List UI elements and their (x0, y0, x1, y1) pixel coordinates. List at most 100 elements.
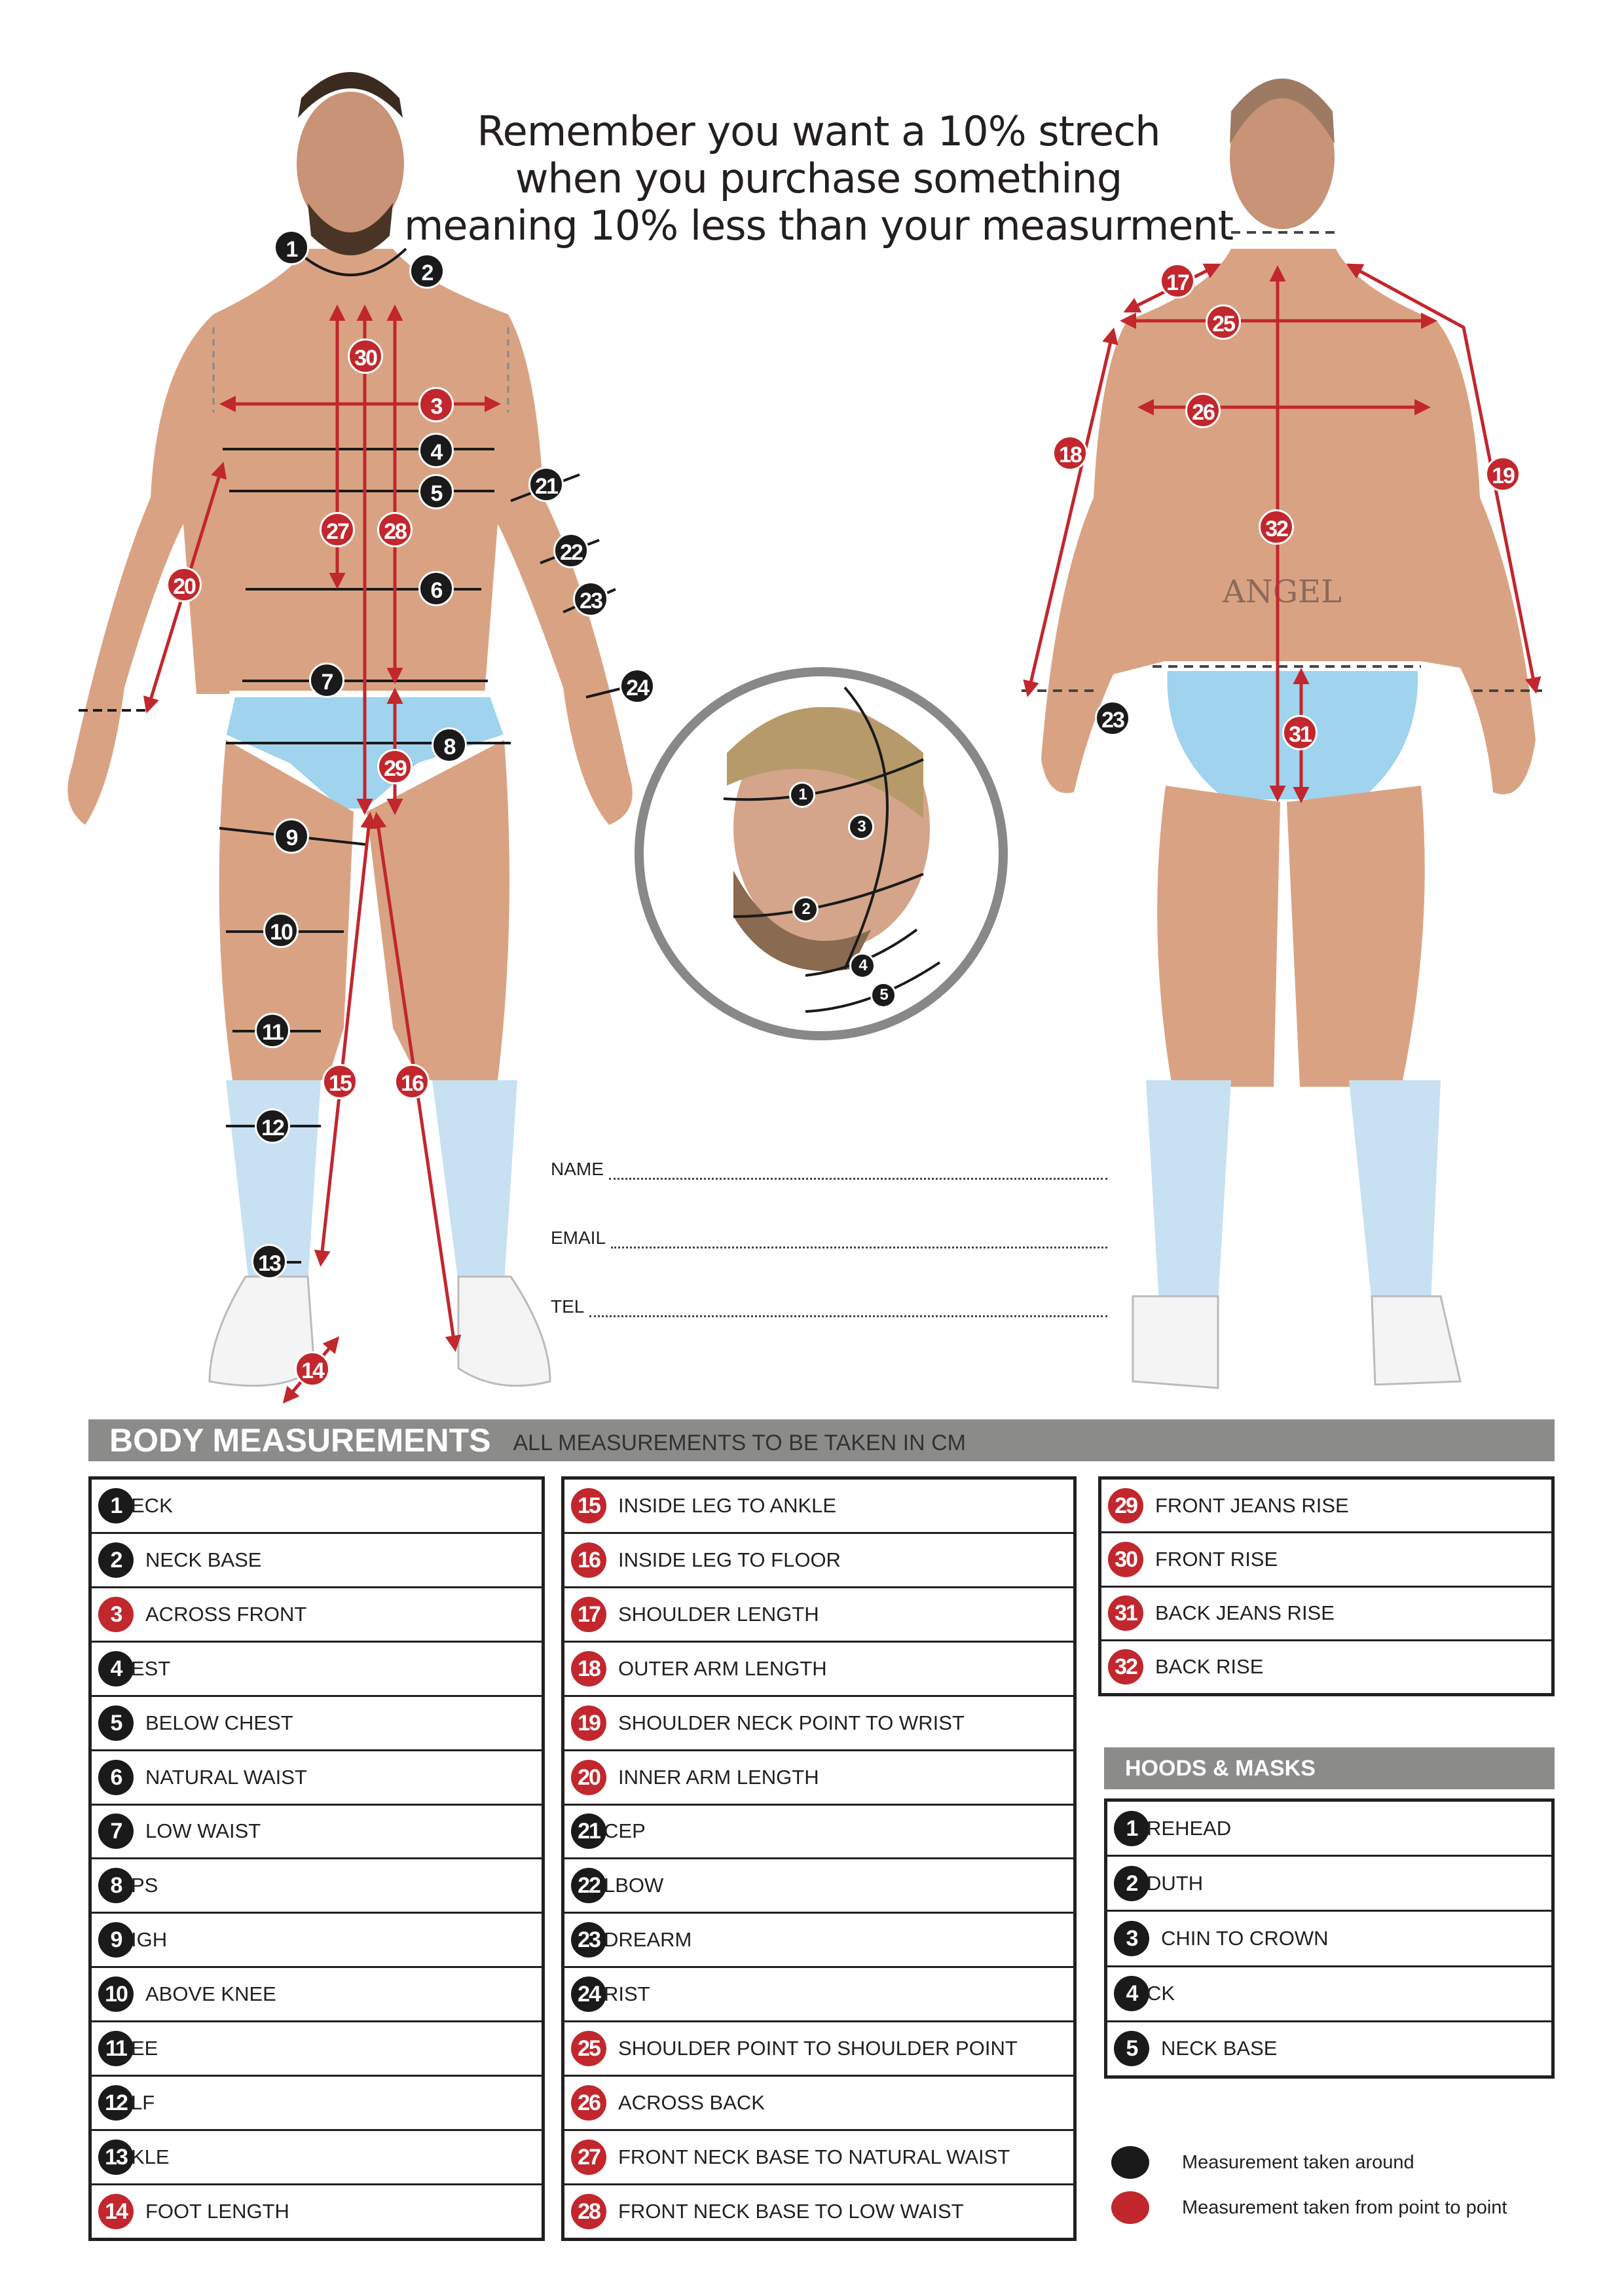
back-measurement-marker: 23 (1095, 701, 1130, 736)
body-measurements-subtitle: ALL MEASUREMENTS TO BE TAKEN IN CM (513, 1430, 966, 1455)
measurement-number-badge: 21 (571, 1813, 606, 1850)
measurement-number-badge: 28 (571, 2193, 606, 2229)
measurement-label: KLE (131, 2145, 170, 2169)
measurement-number-badge: 5 (1114, 2031, 1149, 2067)
head-measurement-marker: 3 (848, 814, 874, 840)
front-measurement-marker: 1 (274, 230, 309, 265)
measurement-label: ACROSS FRONT (145, 1602, 307, 1626)
measurement-label: ABOVE KNEE (145, 1982, 276, 2006)
measurement-label: INSIDE LEG TO FLOOR (618, 1548, 841, 1571)
measurement-number-badge: 18 (571, 1650, 606, 1686)
measurement-label: FRONT NECK BASE TO LOW WAIST (618, 2199, 964, 2223)
measurement-row[interactable]: 30 FRONT RISE (1101, 1533, 1551, 1588)
measurement-row[interactable]: 28 FRONT NECK BASE TO LOW WAIST (564, 2185, 1073, 2238)
legend-point: Measurement taken from point to point (1111, 2191, 1507, 2224)
measurement-row[interactable]: 17 SHOULDER LENGTH (564, 1588, 1073, 1643)
measurement-label: SHOULDER NECK POINT TO WRIST (618, 1711, 965, 1734)
measurement-number-badge: 19 (571, 1705, 606, 1741)
measurement-row[interactable]: 19 SHOULDER NECK POINT TO WRIST (564, 1697, 1073, 1751)
front-measurement-marker: 15 (322, 1064, 358, 1099)
measurement-label: OUTER ARM LENGTH (618, 1656, 827, 1680)
front-measurement-marker: 2 (409, 253, 445, 289)
measurement-number-badge: 22 (571, 1868, 606, 1904)
head-measurement-marker: 2 (792, 896, 819, 922)
measurement-label: BACK RISE (1155, 1655, 1264, 1679)
measurement-number-badge: 24 (571, 1977, 606, 2013)
email-label: EMAIL (551, 1228, 606, 1248)
measurement-label: REHEAD (1147, 1816, 1232, 1840)
measurement-label: FOOT LENGTH (145, 2199, 289, 2223)
front-measurement-marker: 14 (295, 1351, 330, 1387)
legend-around-label: Measurement taken around (1182, 2151, 1414, 2173)
measurement-label: ECK (131, 1493, 173, 1517)
measurement-label: CEP (604, 1819, 646, 1843)
name-field[interactable]: NAME (551, 1159, 1107, 1180)
body-measurements-header: BODY MEASUREMENTS ALL MEASUREMENTS TO BE… (88, 1419, 1555, 1461)
tel-input-line[interactable] (589, 1301, 1107, 1317)
measurement-number-badge: 26 (571, 2085, 606, 2121)
stretch-reminder: Remember you want a 10% strech when you … (393, 108, 1244, 249)
measurement-number-badge: 14 (98, 2193, 134, 2229)
legend-around: Measurement taken around (1111, 2146, 1414, 2179)
front-measurement-marker: 10 (263, 913, 299, 948)
measurement-number-badge: 30 (1108, 1541, 1143, 1577)
measurement-label: BELOW CHEST (145, 1711, 293, 1734)
measurement-label: SHOULDER LENGTH (618, 1602, 819, 1626)
measurement-label: DUTH (1147, 1871, 1204, 1895)
name-label: NAME (551, 1159, 604, 1179)
measurement-label: BACK JEANS RISE (1155, 1601, 1335, 1625)
front-measurement-marker: 20 (166, 567, 202, 602)
hoods-masks-header: HOODS & MASKS (1104, 1747, 1555, 1789)
measurement-label: ACROSS BACK (618, 2091, 765, 2115)
front-measurement-marker: 21 (528, 467, 564, 502)
email-input-line[interactable] (611, 1232, 1107, 1248)
email-field[interactable]: EMAIL (551, 1228, 1107, 1248)
head-diagram (635, 667, 1008, 1040)
measurement-label: INNER ARM LENGTH (618, 1765, 819, 1789)
measurement-number-badge: 1 (98, 1487, 134, 1523)
hoods-masks-title: HOODS & MASKS (1125, 1755, 1316, 1781)
measurement-row[interactable]: 14 FOOT LENGTH (92, 2185, 542, 2238)
head-measurement-marker: 4 (849, 953, 876, 979)
measurement-row[interactable]: 18 OUTER ARM LENGTH (564, 1643, 1073, 1697)
tel-field[interactable]: TEL (551, 1296, 1107, 1317)
measurement-label: LF (131, 2091, 155, 2115)
measurement-label: FRONT RISE (1155, 1547, 1278, 1571)
front-measurement-marker: 4 (418, 433, 454, 468)
name-input-line[interactable] (608, 1163, 1107, 1180)
measurement-label: PS (131, 1874, 158, 1897)
measurement-number-badge: 17 (571, 1596, 606, 1632)
measurement-row[interactable]: 26 ACROSS BACK (564, 2077, 1073, 2132)
